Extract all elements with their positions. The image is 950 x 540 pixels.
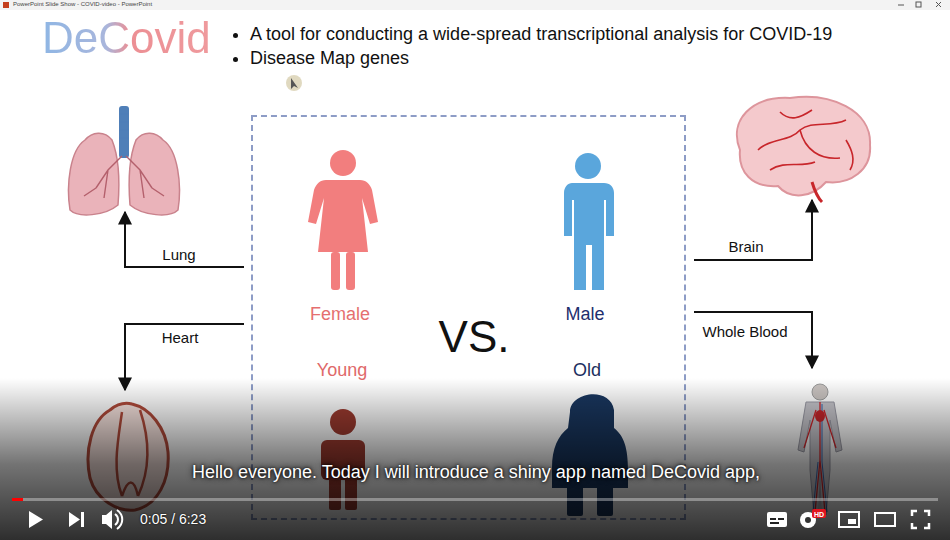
heart-illustration bbox=[88, 403, 168, 510]
young-figure bbox=[321, 409, 365, 510]
group-label: Female bbox=[310, 304, 370, 325]
app-logo: DeCovid bbox=[42, 14, 211, 62]
leader-lines bbox=[125, 200, 812, 390]
brain-illustration bbox=[737, 97, 870, 202]
comparison-box: Female Male VS. Young Old bbox=[251, 115, 686, 520]
volume-icon bbox=[102, 510, 122, 529]
bullet-text: A tool for conducting a wide-spread tran… bbox=[250, 24, 832, 44]
miniplayer-icon bbox=[839, 512, 859, 527]
cursor-arrow bbox=[291, 78, 298, 89]
organ-label: Whole Blood bbox=[700, 323, 789, 340]
male-figure bbox=[564, 153, 614, 290]
play-icon bbox=[29, 511, 43, 528]
female-figure bbox=[308, 150, 378, 290]
body-illustration bbox=[798, 384, 842, 515]
old-figure bbox=[552, 394, 628, 516]
versus-label: VS. bbox=[439, 312, 510, 363]
window-buttons bbox=[898, 2, 941, 7]
subtitles-icon bbox=[767, 512, 787, 527]
progress-played bbox=[12, 498, 23, 501]
organ-label: Heart bbox=[160, 329, 201, 346]
bullet-text: Disease Map genes bbox=[250, 48, 409, 68]
organ-label: Brain bbox=[726, 238, 765, 255]
bullet-list: A tool for conducting a wide-spread tran… bbox=[232, 22, 832, 70]
window-title: PowerPoint Slide Show - COVID-video - Po… bbox=[13, 1, 152, 8]
next-icon bbox=[69, 512, 84, 527]
settings-icon bbox=[800, 509, 826, 528]
window-bar bbox=[0, 0, 950, 10]
group-label: Old bbox=[573, 360, 601, 381]
time-display: 0:05 / 6:23 bbox=[140, 511, 206, 527]
cursor bbox=[286, 75, 302, 91]
bullet-item: A tool for conducting a wide-spread tran… bbox=[250, 22, 832, 46]
subtitle-caption: Hello everyone. Today I will introduce a… bbox=[192, 462, 760, 483]
group-label: Male bbox=[565, 304, 604, 325]
fullscreen-icon bbox=[912, 511, 929, 528]
miniplayer-inner bbox=[848, 519, 856, 524]
group-label: Young bbox=[317, 360, 367, 381]
hd-badge bbox=[812, 509, 826, 518]
hd-badge-text: HD bbox=[814, 510, 824, 517]
lung-illustration bbox=[69, 106, 180, 215]
bullet-item: Disease Map genes bbox=[250, 46, 832, 70]
organ-label: Lung bbox=[160, 246, 197, 263]
theater-icon bbox=[875, 513, 895, 526]
app-icon bbox=[3, 2, 9, 8]
progress-track bbox=[12, 498, 938, 501]
